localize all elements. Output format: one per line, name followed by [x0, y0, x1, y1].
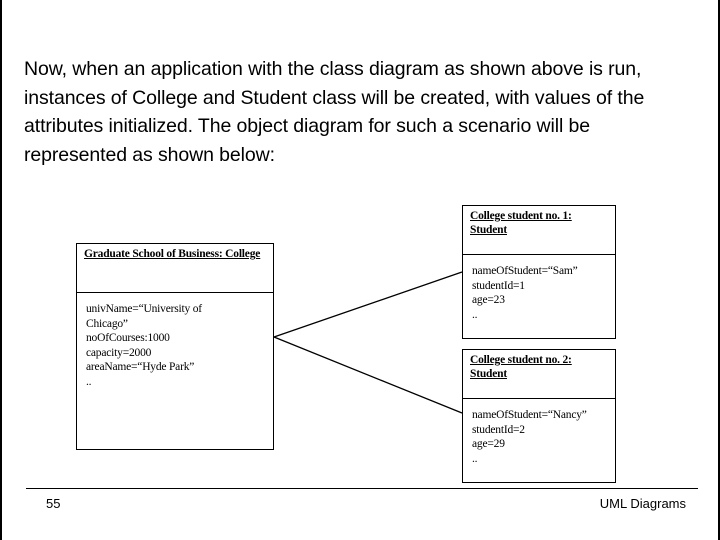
- attribute-row: areaName=“Hyde Park”: [86, 361, 195, 373]
- footer-title: UML Diagrams: [599, 496, 686, 511]
- attribute-row: studentId=2: [472, 423, 525, 436]
- object-attributes-college: univName=“University of Chicago” noOfCou…: [77, 297, 273, 389]
- object-divider: [77, 292, 273, 293]
- attribute-row: age=29: [472, 438, 505, 450]
- object-header-line2: Student: [470, 223, 507, 236]
- attribute-row: ..: [472, 308, 478, 321]
- object-diagram: Graduate School of Business: College uni…: [2, 195, 718, 485]
- object-header-line1: Graduate School of Business: College: [84, 248, 261, 260]
- attribute-row: Chicago”: [86, 317, 128, 330]
- slide-body-text: Now, when an application with the class …: [24, 58, 645, 166]
- link-college-student2: [273, 336, 463, 414]
- link-college-student1: [273, 271, 463, 338]
- object-box-college[interactable]: Graduate School of Business: College uni…: [76, 243, 274, 450]
- object-header-student-1: College student no. 1: Student: [463, 206, 615, 237]
- object-divider: [463, 398, 615, 399]
- attribute-row: nameOfStudent=“Sam”: [472, 265, 578, 277]
- attribute-row: univName=“University of: [86, 303, 202, 315]
- attribute-row: age=23: [472, 294, 505, 306]
- object-divider: [463, 254, 615, 255]
- object-links-layer: [273, 271, 463, 414]
- object-attributes-student-1: nameOfStudent=“Sam” studentId=1 age=23 .…: [463, 259, 615, 322]
- object-header-student-2: College student no. 2: Student: [463, 350, 615, 381]
- attribute-row: ..: [472, 452, 478, 465]
- object-box-student-2[interactable]: College student no. 2: Student nameOfStu…: [462, 349, 616, 483]
- footer-divider: [26, 488, 698, 489]
- footer-page-number: 55: [46, 496, 61, 511]
- attribute-row: studentId=1: [472, 279, 525, 292]
- object-box-student-1[interactable]: College student no. 1: Student nameOfStu…: [462, 205, 616, 339]
- object-header-college: Graduate School of Business: College: [77, 244, 273, 262]
- attribute-row: capacity=2000: [86, 346, 152, 359]
- attribute-row: ..: [86, 375, 92, 388]
- object-header-line1: College student no. 2:: [470, 354, 572, 366]
- object-header-line1: College student no. 1:: [470, 210, 572, 222]
- attribute-row: noOfCourses:1000: [86, 332, 170, 344]
- object-attributes-student-2: nameOfStudent=“Nancy” studentId=2 age=29…: [463, 403, 615, 466]
- object-header-line2: Student: [470, 367, 507, 380]
- attribute-row: nameOfStudent=“Nancy”: [472, 409, 587, 421]
